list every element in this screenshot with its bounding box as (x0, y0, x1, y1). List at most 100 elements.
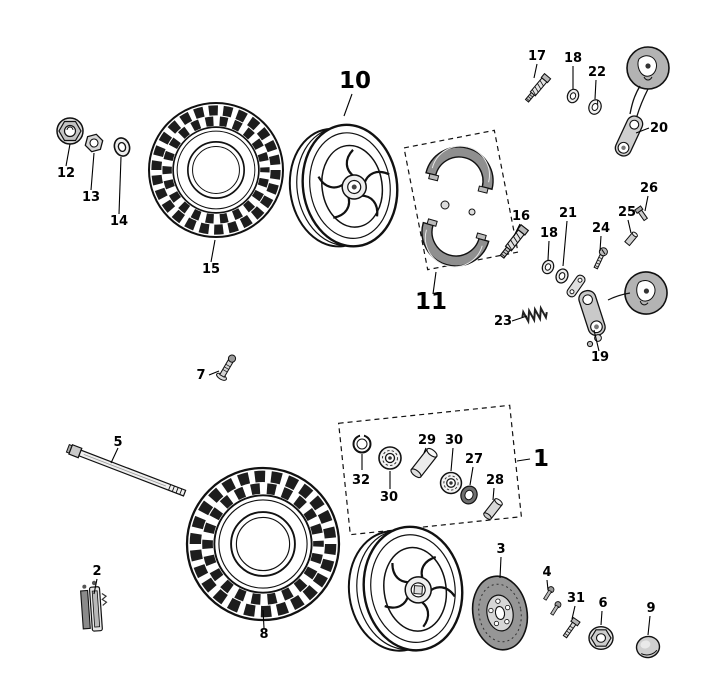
part-18a-washer (564, 87, 582, 105)
part-13-hex-nut (84, 133, 104, 153)
callout-25: 25 (618, 205, 636, 220)
callout-27: 27 (465, 452, 483, 467)
leader-30b (450, 447, 454, 472)
callout-22: 22 (588, 65, 606, 80)
callout-labels: 12 13 14 15 10 11 17 18 22 20 16 21 18 2… (57, 49, 668, 642)
part-3-brake-disc (471, 575, 529, 651)
callout-7: 7 (196, 368, 205, 383)
part-22-lock-washer (588, 99, 602, 115)
leader-13 (90, 152, 95, 191)
leader-8 (262, 609, 265, 629)
callout-24: 24 (592, 221, 610, 236)
leader-10 (343, 93, 353, 117)
part-6-flange-nut (588, 626, 614, 650)
group-1-bearing-kit (337, 404, 523, 536)
callout-14: 14 (110, 214, 128, 229)
callout-5: 5 (113, 435, 122, 450)
part-4-screws (543, 586, 562, 616)
leader-7 (208, 370, 220, 376)
callout-2: 2 (92, 564, 101, 579)
leader-23 (511, 315, 528, 322)
callout-18a: 18 (564, 51, 582, 66)
leader-19 (593, 329, 600, 352)
callout-26: 26 (640, 181, 658, 196)
callout-4: 4 (542, 565, 551, 580)
part-32-circlip (352, 434, 372, 454)
part-24-screw (593, 247, 608, 270)
leader-26 (644, 195, 649, 212)
callout-32: 32 (352, 473, 370, 488)
callout-30b: 30 (445, 433, 463, 448)
callout-19: 19 (591, 350, 609, 365)
part-31-bolt (562, 616, 581, 639)
leader-22 (594, 79, 597, 100)
part-11-brake-shoes (403, 129, 519, 276)
callout-9: 9 (646, 601, 655, 616)
part-7-valve-stem (216, 354, 237, 381)
part-front-wheel-rim (347, 525, 467, 652)
callout-8: 8 (259, 627, 268, 642)
callout-29: 29 (418, 433, 436, 448)
callout-20: 20 (650, 121, 668, 136)
leader-18b (547, 240, 550, 261)
leader-5 (110, 447, 119, 464)
callout-16: 16 (512, 209, 530, 224)
part-27-seal (460, 485, 478, 505)
leader-31 (571, 605, 576, 620)
part-19-cover-assembly (578, 267, 672, 348)
callout-18b: 18 (540, 226, 558, 241)
leader-29 (423, 447, 427, 454)
callout-15: 15 (202, 262, 220, 277)
callout-13: 13 (82, 190, 100, 205)
part-5-axle (65, 443, 187, 497)
callout-28: 28 (486, 473, 504, 488)
leader-14 (118, 156, 122, 215)
part-10-wheel-rim (288, 123, 399, 248)
callout-30a: 30 (380, 490, 398, 505)
leader-28 (492, 487, 495, 501)
part-12-flange-nut (56, 117, 84, 145)
callout-17: 17 (528, 49, 546, 64)
callout-21: 21 (559, 206, 577, 221)
part-8-tire (187, 468, 339, 620)
part-28-spacer (483, 498, 503, 520)
callout-1: 1 (533, 446, 549, 472)
part-30a-bearing (378, 446, 402, 470)
part-25-pin (624, 231, 638, 247)
leader-1 (516, 458, 531, 462)
leader-2 (93, 578, 98, 595)
leader-25 (627, 219, 632, 234)
callout-11: 11 (415, 289, 447, 315)
leader-21 (562, 220, 568, 267)
part-29-spacer-tube (410, 447, 438, 479)
part-17-adjuster-bolt (523, 73, 552, 104)
leader-3 (499, 556, 502, 579)
part-2-brake-pads (80, 580, 108, 632)
leader-lines (65, 63, 651, 636)
leader-16 (513, 223, 521, 237)
leader-27 (469, 466, 474, 486)
part-15-tire (149, 103, 283, 237)
leader-11 (432, 271, 437, 295)
part-21-washer (553, 266, 571, 286)
leader-24 (599, 235, 602, 252)
part-21-link-plate (566, 274, 586, 298)
callout-10: 10 (339, 68, 371, 94)
part-18b-washer (539, 258, 557, 276)
leader-12 (65, 143, 71, 167)
leader-6 (600, 610, 603, 626)
callout-23: 23 (494, 314, 512, 329)
callout-6: 6 (598, 596, 607, 611)
leader-17 (533, 63, 538, 79)
callout-12: 12 (57, 166, 75, 181)
part-9-cap (635, 635, 661, 659)
leader-9 (647, 615, 651, 636)
callout-3: 3 (496, 542, 505, 557)
callout-31: 31 (567, 591, 585, 606)
part-23-spring (521, 304, 548, 325)
leader-4 (546, 579, 549, 591)
part-26-bolt (634, 205, 649, 222)
part-14-washer (111, 135, 133, 159)
leader-20 (635, 127, 650, 134)
